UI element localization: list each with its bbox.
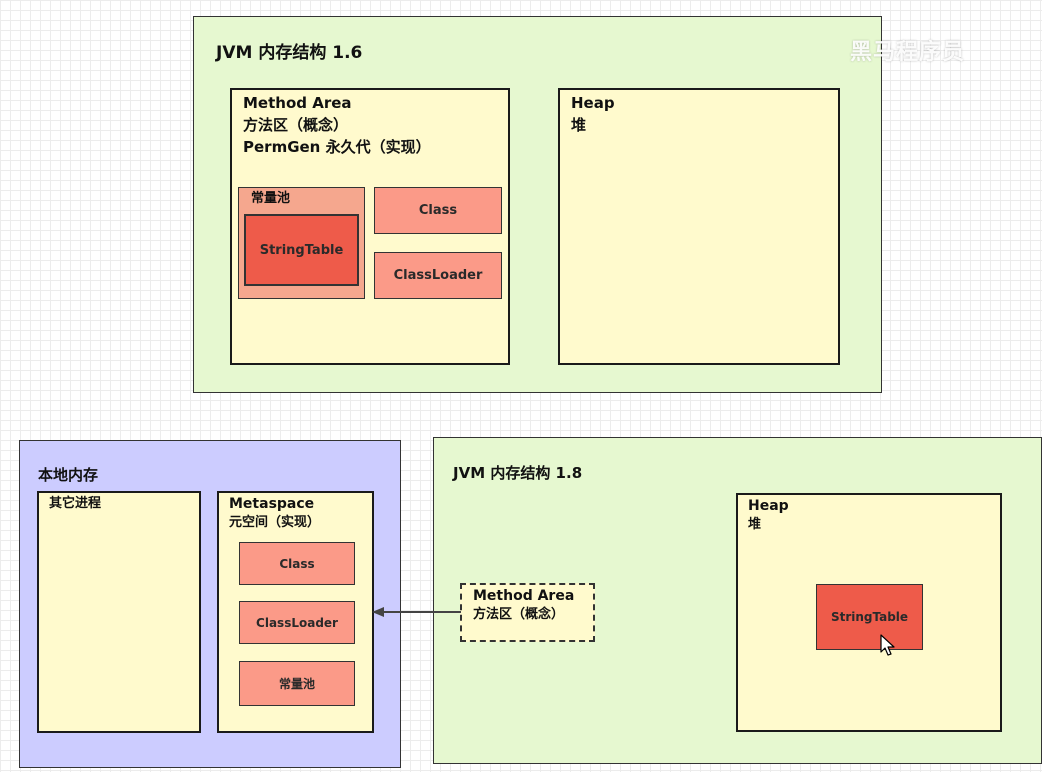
class-box-1-6: Class: [374, 187, 502, 234]
heap-cn-label: 堆: [571, 116, 587, 134]
string-table-1-8: StringTable: [816, 584, 923, 650]
heap-1-6: Heap 堆: [558, 88, 840, 365]
native-memory-title: 本地内存: [38, 466, 99, 484]
method-area-1-6: Method Area 方法区（概念） PermGen 永久代（实现） 常量池 …: [230, 88, 510, 365]
metaspace-label: Metaspace: [229, 496, 315, 512]
arrow-method-area-to-metaspace: [372, 607, 461, 617]
jvm-1-6-container: JVM 内存结构 1.6 Method Area 方法区（概念） PermGen…: [193, 16, 882, 393]
method-area-concept-label: 方法区（概念）: [243, 116, 349, 134]
class-box-1-8: Class: [239, 542, 355, 585]
constant-pool-label: 常量池: [251, 191, 291, 206]
classloader-box-1-6: ClassLoader: [374, 252, 502, 299]
method-area-1-8: Method Area 方法区（概念）: [460, 583, 595, 642]
watermark: 黑马程序员: [850, 40, 966, 65]
metaspace-impl-label: 元空间（实现）: [229, 515, 321, 530]
heap-1-8: Heap 堆 StringTable: [736, 493, 1002, 732]
other-process-label: 其它进程: [49, 496, 102, 511]
mouse-cursor-icon: [880, 634, 895, 656]
heap-1-8-cn-label: 堆: [748, 517, 762, 532]
other-process-box: 其它进程: [37, 491, 201, 733]
metaspace-box: Metaspace 元空间（实现） Class ClassLoader 常量池: [217, 491, 374, 733]
jvm-1-8-container: JVM 内存结构 1.8 Method Area 方法区（概念） Heap 堆 …: [433, 437, 1042, 764]
native-memory-container: 本地内存 其它进程 Metaspace 元空间（实现） Class ClassL…: [19, 440, 401, 768]
constant-pool-1-8: 常量池: [239, 661, 355, 706]
method-area-label: Method Area: [243, 94, 352, 112]
permgen-label: PermGen 永久代（实现）: [243, 138, 431, 156]
heap-label: Heap: [571, 94, 615, 112]
jvm-1-8-title: JVM 内存结构 1.8: [453, 464, 583, 482]
constant-pool-1-6: 常量池 StringTable: [238, 187, 365, 299]
method-area-1-8-concept-label: 方法区（概念）: [473, 607, 565, 622]
jvm-1-6-title: JVM 内存结构 1.6: [216, 43, 363, 63]
heap-1-8-label: Heap: [748, 498, 789, 514]
classloader-box-1-8: ClassLoader: [239, 601, 355, 644]
string-table-1-6: StringTable: [244, 214, 359, 286]
method-area-1-8-label: Method Area: [473, 588, 575, 604]
